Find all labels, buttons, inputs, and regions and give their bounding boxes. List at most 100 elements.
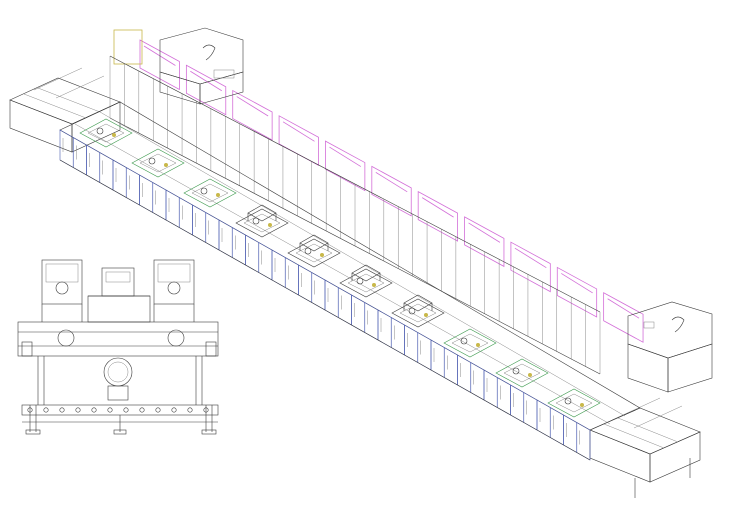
cabinet-panel	[205, 211, 220, 251]
station-motor	[460, 337, 468, 345]
cabinet-panel	[99, 151, 114, 191]
base-bolt	[107, 407, 113, 413]
rail-bay	[278, 115, 319, 166]
back-panel-wall	[109, 55, 601, 375]
cabinet-panel	[457, 354, 472, 394]
cabinet-panel	[576, 421, 591, 461]
cabinet-panel	[284, 256, 299, 296]
rail-bar	[329, 146, 362, 167]
right-hub	[167, 329, 185, 347]
station-inner	[399, 303, 437, 323]
station-plate	[287, 238, 341, 268]
station-inner	[243, 213, 281, 233]
base-bolt	[59, 407, 65, 413]
cabinet-panel	[72, 136, 87, 176]
wall-bottom-edge	[109, 117, 601, 375]
base-bolt	[171, 407, 177, 413]
cabinet-panel	[59, 129, 74, 169]
rail-bay	[464, 216, 505, 268]
cabinet-panel	[470, 361, 485, 401]
process-station	[443, 328, 497, 358]
station-inner	[191, 183, 229, 203]
cabinet-panel	[165, 189, 180, 229]
left-hub	[57, 329, 75, 347]
station-motor	[512, 367, 520, 375]
station-marker	[372, 283, 376, 287]
mid-frame	[17, 321, 219, 357]
front-elevation-view	[17, 259, 219, 435]
rail-bay	[232, 89, 273, 141]
station-motor	[200, 187, 208, 195]
cabinet-panel	[417, 331, 432, 371]
station-plate	[235, 208, 289, 238]
cabinet-base-edge	[59, 159, 591, 461]
cabinet-panel	[231, 226, 246, 266]
process-station	[235, 204, 289, 238]
exhaust-tower-left	[159, 27, 244, 105]
station-plate	[547, 388, 601, 418]
cabinet-panel	[311, 271, 326, 311]
base-bolt	[123, 407, 129, 413]
cabinet-panel	[125, 166, 140, 206]
rail-bay	[556, 266, 598, 318]
cabinet-panel	[112, 159, 127, 199]
station-plate	[495, 358, 549, 388]
process-station	[131, 148, 185, 178]
rail-bar	[421, 197, 454, 218]
cabinet-panel	[430, 339, 445, 379]
station-marker	[268, 223, 272, 227]
station-plate	[443, 328, 497, 358]
station-inner	[347, 273, 385, 293]
station-inner	[295, 243, 333, 263]
base-bolt	[155, 407, 161, 413]
station-inner	[139, 153, 177, 173]
top-rail-bays	[113, 29, 644, 343]
cabinet-panel	[549, 406, 564, 446]
cabinet-panel	[192, 204, 207, 244]
station-motor	[304, 247, 312, 255]
base-bolt	[203, 407, 209, 413]
cabinet-panel	[271, 249, 286, 289]
cabinet-panel	[364, 301, 379, 341]
rail-bar	[561, 273, 593, 294]
cabinet-panel	[404, 324, 419, 364]
rail-bar	[468, 222, 501, 243]
station-marker	[112, 133, 116, 137]
station-hood	[403, 294, 433, 312]
cabinet-panel	[258, 241, 273, 281]
process-station	[79, 118, 133, 148]
rail-bar	[607, 298, 640, 319]
station-motor	[148, 157, 156, 165]
rail-bar	[375, 172, 408, 193]
right-upper-unit	[153, 259, 195, 305]
cabinet-panel	[86, 144, 101, 184]
station-motor	[408, 307, 416, 315]
process-stations	[79, 118, 601, 418]
process-station	[391, 294, 445, 328]
station-plate	[391, 298, 445, 328]
loading-table-right	[589, 397, 701, 498]
station-marker	[320, 253, 324, 257]
station-marker	[424, 313, 428, 317]
station-motor	[96, 127, 104, 135]
station-hood	[247, 204, 277, 222]
station-plate	[131, 148, 185, 178]
station-marker	[580, 403, 584, 407]
station-marker	[476, 343, 480, 347]
process-station	[339, 264, 393, 298]
station-motor	[564, 397, 572, 405]
cabinet-row	[59, 129, 591, 461]
cabinet-panel	[218, 219, 233, 259]
cabinet-panel	[563, 414, 578, 454]
isometric-line-view	[9, 27, 713, 498]
cabinet-panel	[523, 391, 538, 431]
station-plate	[183, 178, 237, 208]
station-inner	[451, 333, 489, 353]
rail-bar	[190, 70, 222, 92]
cabinet-panel	[390, 316, 405, 356]
base-bolt	[27, 407, 33, 413]
station-inner	[555, 393, 593, 413]
base-beam	[21, 404, 219, 416]
